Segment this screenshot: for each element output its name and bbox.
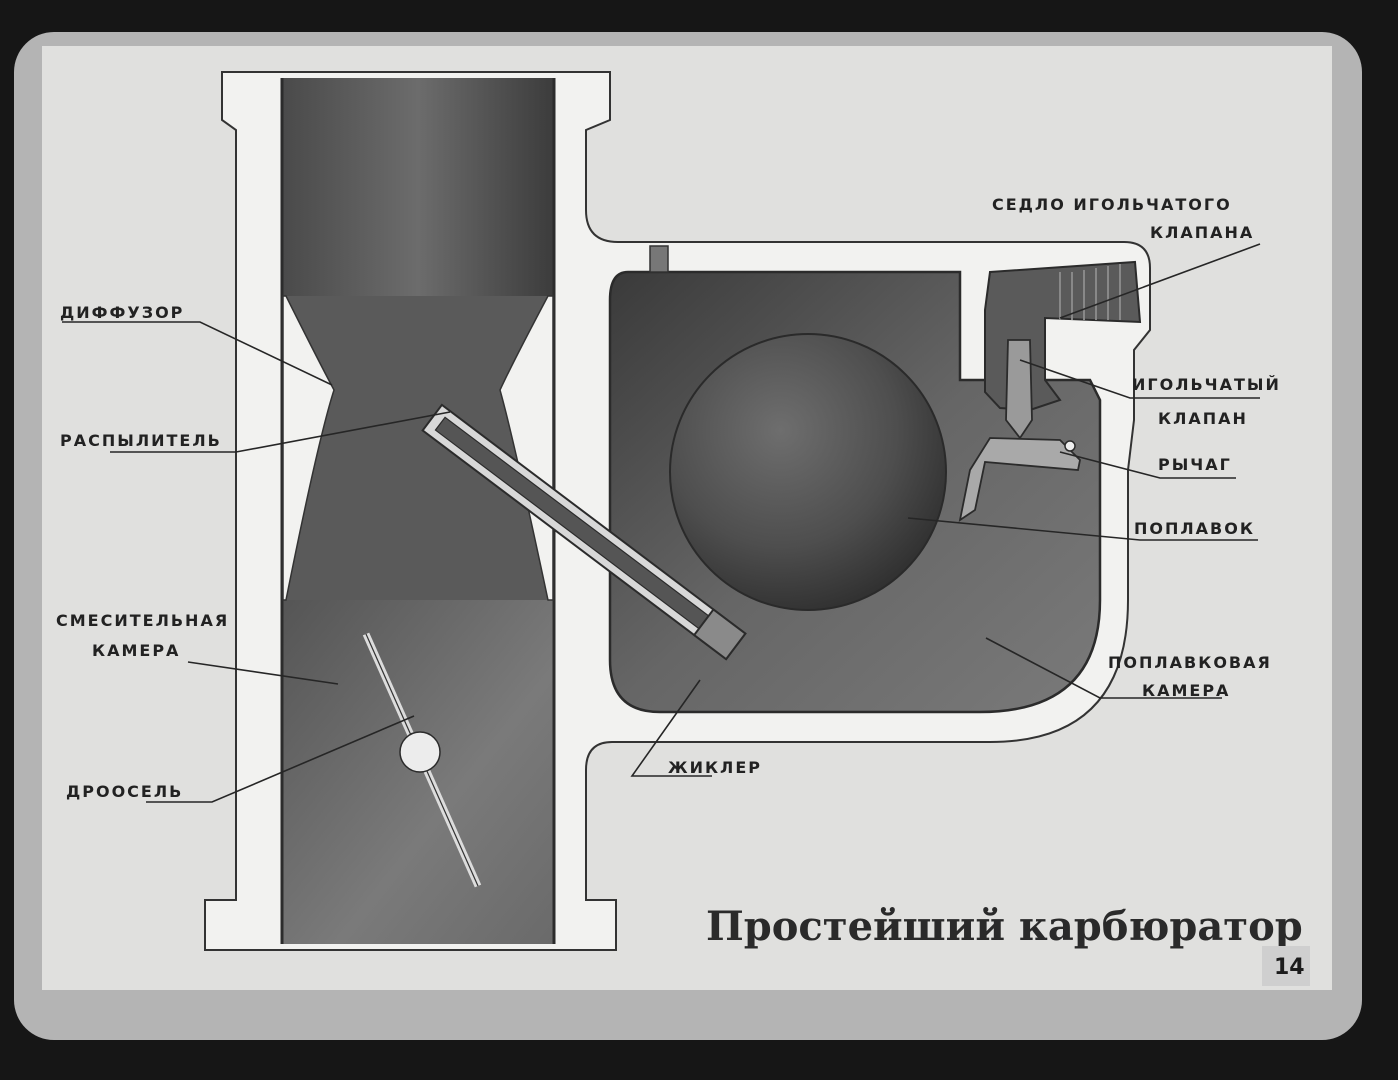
label-needle-valve-line1: ИГОЛЬЧАТЫЙ [1132, 375, 1281, 394]
throttle-axle [399, 731, 441, 773]
label-mixing-chamber-line1: СМЕСИТЕЛЬНАЯ [56, 611, 229, 630]
label-throttle: ДРООСЕЛЬ [66, 782, 183, 801]
diffuser-right-wall [499, 295, 554, 601]
slide-title: Простейший карбюратор [706, 903, 1303, 950]
page-number-box [1262, 946, 1310, 986]
label-needle-seat-line2: КЛАПАНА [1150, 223, 1254, 242]
air-tube-upper [282, 78, 554, 298]
page-number: 14 [1274, 955, 1305, 980]
air-tube-middle [282, 296, 554, 602]
vent-tube [649, 245, 669, 273]
label-mixing-chamber-line2: КАМЕРА [92, 641, 180, 660]
label-needle-valve-line2: КЛАПАН [1158, 409, 1248, 428]
label-diffuser: ДИФФУЗОР [60, 303, 184, 322]
needle-seat-thread [1059, 264, 1121, 320]
label-jet: ЖИКЛЕР [668, 758, 762, 777]
lever-pivot [1064, 440, 1076, 452]
needle-valve [1005, 339, 1033, 440]
label-float-chamber-line1: ПОПЛАВКОВАЯ [1108, 653, 1272, 672]
diffuser-left-wall [282, 295, 335, 601]
label-needle-seat-line1: СЕДЛО ИГОЛЬЧАТОГО [992, 195, 1232, 214]
label-float-chamber-line2: КАМЕРА [1142, 681, 1230, 700]
label-float: ПОПЛАВОК [1134, 519, 1255, 538]
float [669, 333, 947, 611]
sprayer-tube [421, 403, 747, 661]
leader-lines [62, 243, 1261, 803]
label-lever: РЫЧАГ [1158, 455, 1232, 474]
label-sprayer: РАСПЫЛИТЕЛЬ [60, 431, 222, 450]
